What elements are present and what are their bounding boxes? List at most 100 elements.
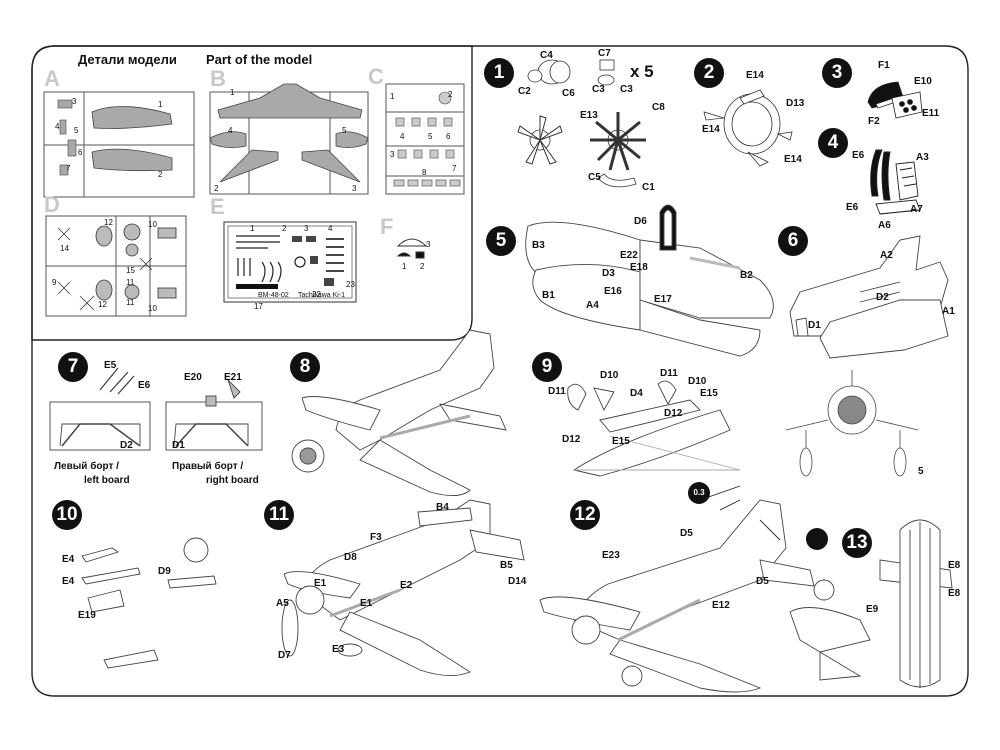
part-label: E12 xyxy=(712,600,730,611)
sprue-b-num: 3 xyxy=(352,184,357,193)
sprue-a-part-small xyxy=(57,99,73,109)
step12-plane-art xyxy=(539,485,815,693)
part-label: E1 xyxy=(360,598,373,609)
sprue-d-num: 10 xyxy=(148,304,157,313)
part-label: E15 xyxy=(700,388,718,399)
part-label: C4 xyxy=(540,50,553,61)
sprue-b-part-3 xyxy=(301,149,361,183)
step2-cowling-art xyxy=(703,89,793,167)
sprue-letter-e: E xyxy=(210,194,225,219)
sprue-letter-f: F xyxy=(380,214,394,239)
step6-front-view xyxy=(785,370,919,477)
sprue-e-num: 1 xyxy=(250,224,255,233)
right-board-caption-en: right board xyxy=(206,475,259,486)
part-label: E1 xyxy=(314,578,327,589)
sprue-f-num: 1 xyxy=(402,262,407,271)
part-label: D14 xyxy=(508,576,527,587)
sprue-b-part-1 xyxy=(217,83,363,119)
part-label: D12 xyxy=(562,434,581,445)
part-label: E3 xyxy=(332,644,345,655)
part-label: D5 xyxy=(756,576,769,587)
sprue-letter-d: D xyxy=(44,192,60,217)
sprue-b-num: 4 xyxy=(228,126,233,135)
step-marker-6: 6 xyxy=(778,226,808,256)
part-label: E22 xyxy=(620,250,638,261)
step3-instrument-art xyxy=(867,81,923,119)
sprue-letter-b: B xyxy=(210,66,226,91)
part-label: D9 xyxy=(158,566,171,577)
part-label: E10 xyxy=(914,76,932,87)
part-label: C5 xyxy=(588,172,601,183)
step-marker-1: 1 xyxy=(484,58,514,88)
step-marker-9: 9 xyxy=(532,352,562,382)
title-ru: Детали модели xyxy=(78,52,177,67)
part-label: E18 xyxy=(630,262,648,273)
part-label: E6 xyxy=(852,150,865,161)
parts-panel-frame xyxy=(31,45,473,341)
sprue-c xyxy=(385,83,465,195)
step4-seat-art xyxy=(870,149,921,215)
sprue-d-num: 11 xyxy=(126,298,135,307)
decal-code: BM-48-02 xyxy=(258,292,289,299)
sprue-c-num: 2 xyxy=(448,90,453,99)
part-label: E8 xyxy=(948,560,961,571)
part-label: E4 xyxy=(62,554,75,565)
part-label: E23 xyxy=(602,550,620,561)
sprue-a-num: 7 xyxy=(66,164,71,173)
step-marker-5: 5 xyxy=(486,226,516,256)
part-label: C2 xyxy=(518,86,531,97)
part-label: C6 xyxy=(562,88,575,99)
sprue-e-num: 22 xyxy=(312,290,321,299)
part-label: C7 xyxy=(598,48,611,59)
sprue-b-num: 5 xyxy=(342,126,347,135)
step-marker-4: 4 xyxy=(818,128,848,158)
part-label: F3 xyxy=(370,532,382,543)
sprue-d xyxy=(45,215,187,317)
sprue-e-num: 4 xyxy=(328,224,333,233)
sprue-a-num: 4 xyxy=(55,122,60,131)
sprue-c-num: 4 xyxy=(400,132,405,141)
sprue-c-num: 3 xyxy=(390,150,395,159)
sprue-e-num: 3 xyxy=(304,224,309,233)
part-label: E17 xyxy=(654,294,672,305)
part-label: B5 xyxy=(500,560,513,571)
part-label: F1 xyxy=(878,60,890,71)
part-label: 5 xyxy=(918,466,924,477)
left-board-caption-en: left board xyxy=(84,475,130,486)
step-marker-8: 8 xyxy=(290,352,320,382)
part-label: A6 xyxy=(878,220,891,231)
part-label: E16 xyxy=(604,286,622,297)
step7-left-board-art xyxy=(49,367,151,451)
part-label: D11 xyxy=(660,368,678,379)
part-label: A3 xyxy=(916,152,929,163)
step5-wing-art xyxy=(525,204,774,357)
sprue-c-num: 6 xyxy=(446,132,451,141)
part-label: B2 xyxy=(740,270,753,281)
part-label: D3 xyxy=(602,268,615,279)
part-label: C8 xyxy=(652,102,665,113)
part-label: E11 xyxy=(922,108,940,119)
quantity-multiplier: x 5 xyxy=(630,62,654,81)
part-label: D10 xyxy=(600,370,619,381)
step-marker-7: 7 xyxy=(58,352,88,382)
sprue-d-num: 14 xyxy=(60,244,69,253)
direction-marker xyxy=(806,528,828,550)
sprue-a-part-1 xyxy=(91,106,173,129)
sprue-a-num: 6 xyxy=(78,148,83,157)
sprue-c-num: 7 xyxy=(452,164,457,173)
sprue-a-num: 1 xyxy=(158,100,163,109)
part-label: A5 xyxy=(276,598,289,609)
part-label: A7 xyxy=(910,204,923,215)
sprue-c-num: 8 xyxy=(422,168,427,177)
part-label: C3 xyxy=(620,84,633,95)
step11-plane-art xyxy=(281,499,525,676)
part-label: B4 xyxy=(436,502,449,513)
sprue-letter-c: C xyxy=(368,64,384,89)
sprue-d-num: 9 xyxy=(52,278,57,287)
sprue-b-num: 1 xyxy=(230,88,235,97)
part-label: D11 xyxy=(548,386,566,397)
part-label: D4 xyxy=(630,388,643,399)
sprue-d-num: 12 xyxy=(104,218,113,227)
step1-engine-art xyxy=(517,59,646,188)
